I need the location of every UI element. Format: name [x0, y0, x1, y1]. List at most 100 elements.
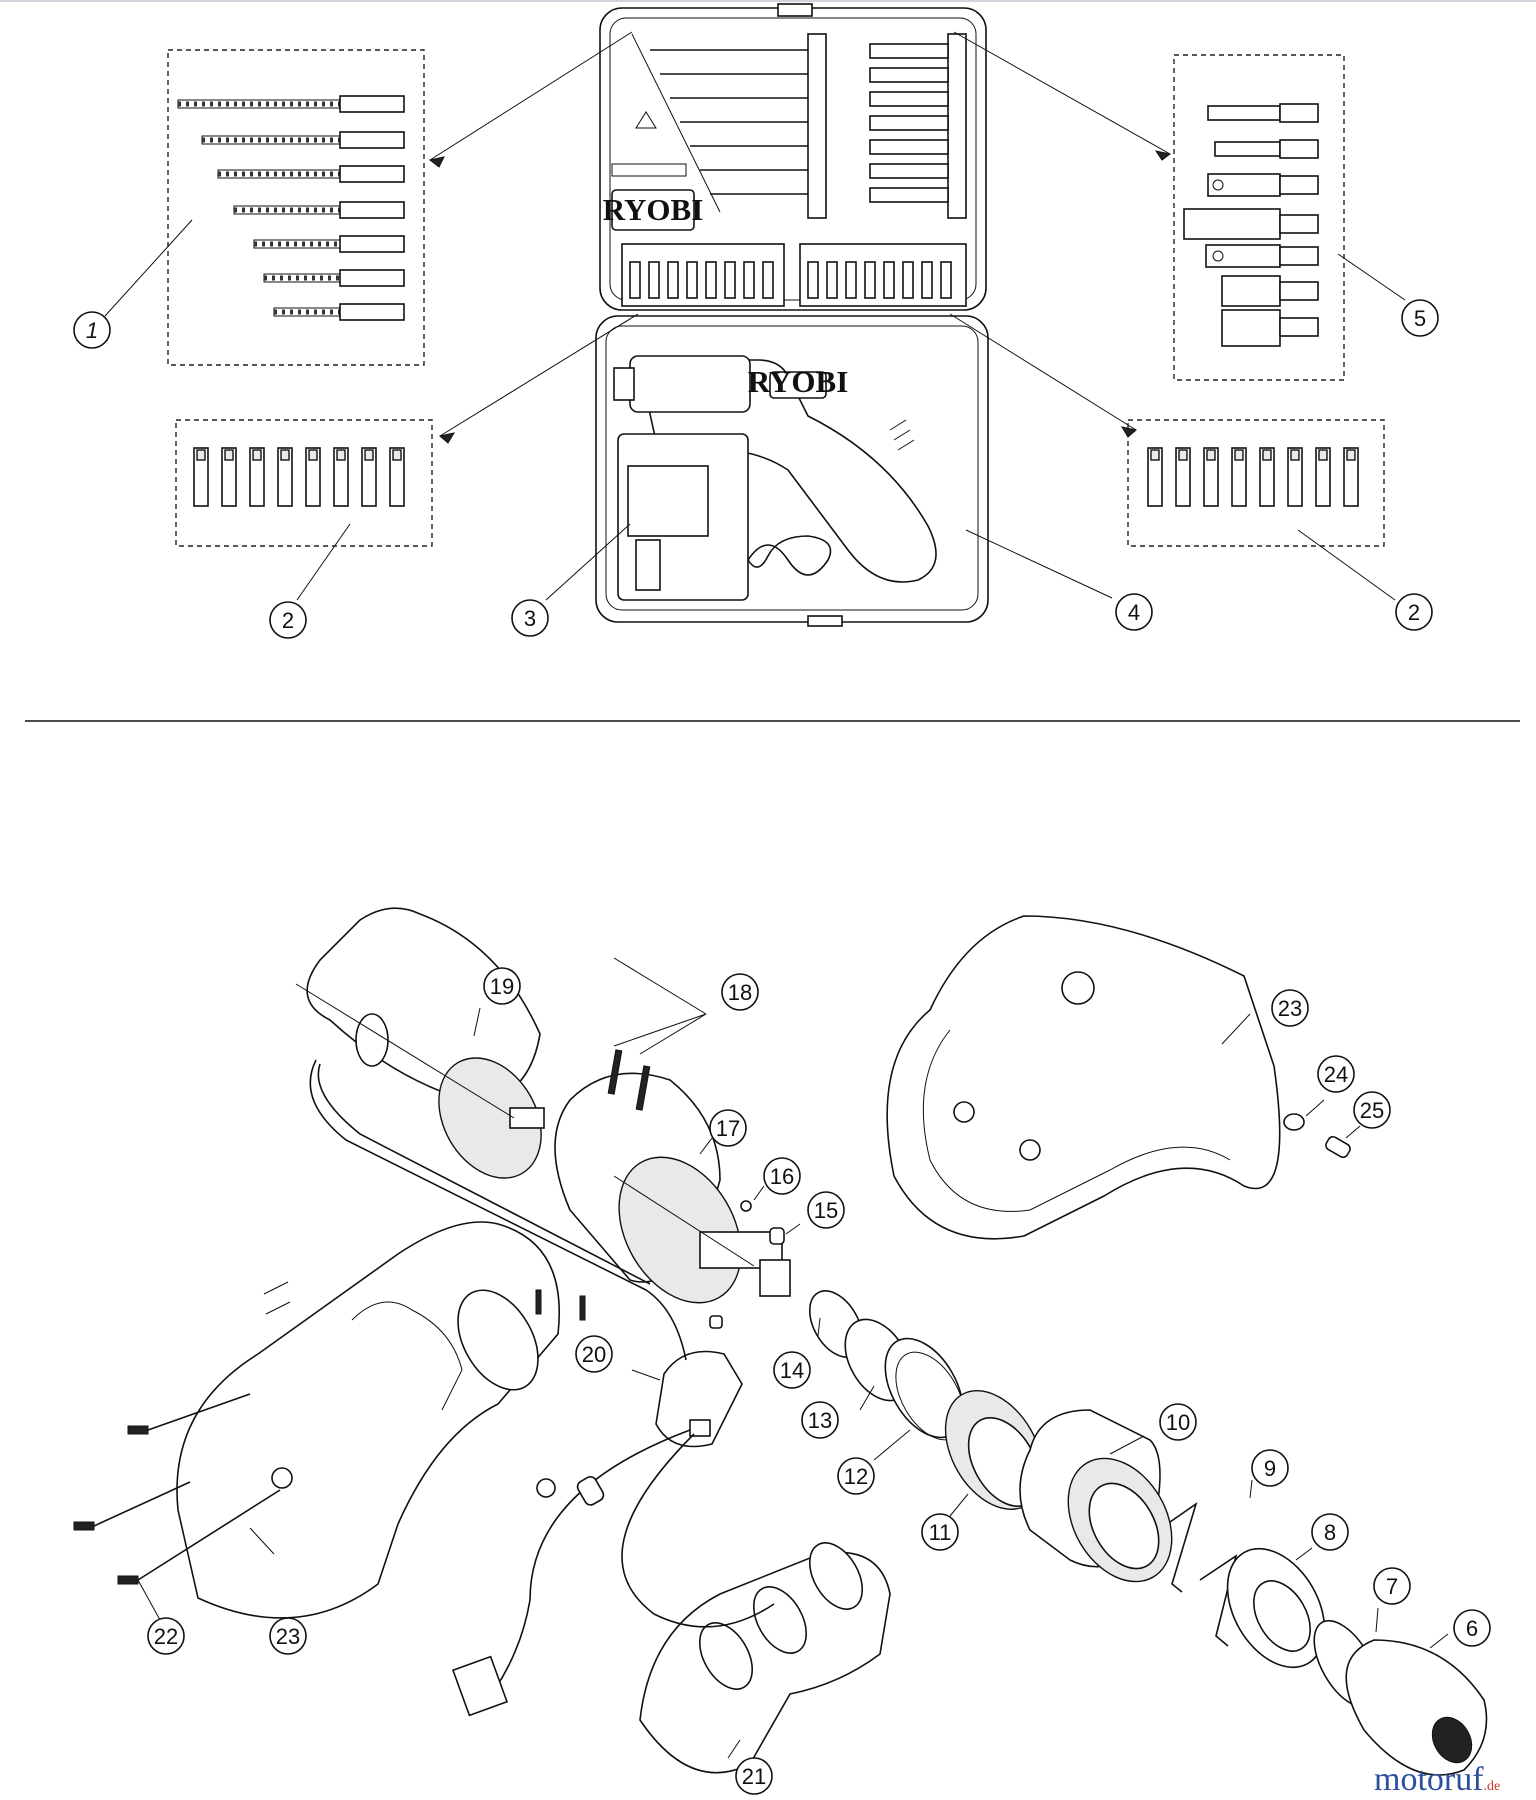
screwdriver-bit: [361, 447, 377, 507]
bushing-small: [576, 1476, 605, 1506]
watermark-logo: motoruf.de: [1374, 1761, 1500, 1798]
screwdriver-bit: [305, 447, 321, 507]
screwdriver-bit: [1287, 447, 1303, 507]
pin-part-15: [769, 1227, 785, 1245]
pin-small-c: [709, 1315, 723, 1329]
callout-19: 19: [483, 967, 521, 1005]
callout-23-left: 23: [269, 1617, 307, 1655]
nut-driver-bits: [1183, 103, 1319, 347]
cordless-screwdriver-in-case: RYOBI: [613, 355, 937, 583]
callout-7: 7: [1373, 1567, 1411, 1605]
svg-text:2: 2: [282, 608, 294, 633]
callout-9: 9: [1251, 1449, 1289, 1487]
lid-nut-driver: [869, 163, 949, 179]
callout-18: 18: [721, 973, 759, 1011]
rack-bit: [807, 261, 819, 299]
small-ball-part-16: [740, 1200, 752, 1212]
svg-text:1: 1: [86, 318, 98, 343]
svg-text:21: 21: [742, 1764, 766, 1789]
washer-small: [536, 1478, 556, 1498]
callout-2a: 2: [269, 601, 307, 639]
screwdriver-bit: [221, 447, 237, 507]
svg-text:23: 23: [276, 1624, 300, 1649]
callout-4: 4: [1115, 593, 1153, 631]
screwdriver-bit: [1231, 447, 1247, 507]
rack-bit: [826, 261, 838, 299]
callout-22: 22: [147, 1617, 185, 1655]
svg-text:4: 4: [1128, 600, 1140, 625]
callout-8: 8: [1311, 1513, 1349, 1551]
nut-driver-set-group: [1173, 54, 1345, 381]
drill-bit: [233, 201, 405, 219]
svg-text:2: 2: [1408, 600, 1420, 625]
nose-cap-part-6: [1345, 1639, 1488, 1776]
callout-20: 20: [575, 1335, 613, 1373]
callout-21: 21: [735, 1757, 773, 1795]
switch-part-20: [655, 1350, 743, 1448]
svg-text:25: 25: [1360, 1098, 1384, 1123]
rings-springs-14-12: [808, 1290, 965, 1441]
lid-nut-driver: [869, 43, 949, 59]
callout-6: 6: [1453, 1609, 1491, 1647]
screwdriver-bit: [1147, 447, 1163, 507]
rack-bit: [845, 261, 857, 299]
screwdriver-bit: [249, 447, 265, 507]
watermark-suffix: .de: [1484, 1779, 1501, 1794]
top-border-line: [0, 0, 1536, 2]
battery-pack-part-21: [639, 1542, 891, 1774]
drill-bit-set-group: [167, 49, 425, 366]
screwdriver-bit: [389, 447, 405, 507]
callout-24: 24: [1317, 1055, 1355, 1093]
wire-spring-part-9: [1169, 1502, 1238, 1647]
drill-bit: [177, 95, 405, 113]
screwdriver-bit: [333, 447, 349, 507]
screws-part-18: [607, 957, 707, 1111]
housing-half-right-part-23: [886, 915, 1281, 1240]
housing-half-left-part-23: [176, 1221, 560, 1619]
svg-text:13: 13: [808, 1408, 832, 1433]
pin-small-b: [579, 1295, 586, 1321]
watermark-main: motoruf: [1374, 1761, 1484, 1798]
collar-part-10: [1019, 1409, 1173, 1583]
callouts: 1 2 3 4 2 5 6 7 8 9 10 11 12 13 14 15 16…: [73, 299, 1491, 1795]
rack-bit: [883, 261, 895, 299]
gearbox-part-17: [554, 1072, 791, 1304]
screwdriver-bit: [1343, 447, 1359, 507]
callout-13: 13: [801, 1401, 839, 1439]
screwdriver-bit: [1203, 447, 1219, 507]
case-brand-logo: RYOBI: [603, 192, 704, 227]
washer-part-24: [1283, 1113, 1305, 1131]
charger-in-case: [617, 433, 832, 601]
wiring: [309, 1059, 775, 1717]
rack-bit: [724, 261, 736, 299]
rack-bit: [864, 261, 876, 299]
screwdriver-bit-set-left: [175, 419, 433, 547]
screwdriver-bit: [277, 447, 293, 507]
svg-text:14: 14: [780, 1358, 804, 1383]
callout-25: 25: [1353, 1091, 1391, 1129]
svg-text:23: 23: [1278, 996, 1302, 1021]
case-lid: RYOBI: [599, 3, 987, 311]
svg-text:15: 15: [814, 1198, 838, 1223]
screwdriver-bit: [1175, 447, 1191, 507]
pin-part-25: [1325, 1135, 1351, 1159]
case-base: RYOBI: [595, 315, 989, 627]
rack-bit: [648, 261, 660, 299]
drill-brand-logo: RYOBI: [748, 364, 849, 399]
screwdriver-bit-set-right: [1127, 419, 1385, 547]
drill-bit: [201, 131, 405, 149]
svg-text:20: 20: [582, 1342, 606, 1367]
callout-10: 10: [1159, 1403, 1197, 1441]
rack-bit: [762, 261, 774, 299]
callout-11: 11: [921, 1513, 959, 1551]
svg-text:8: 8: [1324, 1520, 1336, 1545]
svg-text:18: 18: [728, 980, 752, 1005]
screwdriver-bit: [193, 447, 209, 507]
svg-text:11: 11: [929, 1520, 952, 1545]
lid-nut-driver: [869, 139, 949, 155]
lid-nut-driver: [869, 187, 949, 203]
svg-text:19: 19: [490, 974, 514, 999]
pin-small-a: [535, 1289, 542, 1315]
rack-bit: [629, 261, 641, 299]
